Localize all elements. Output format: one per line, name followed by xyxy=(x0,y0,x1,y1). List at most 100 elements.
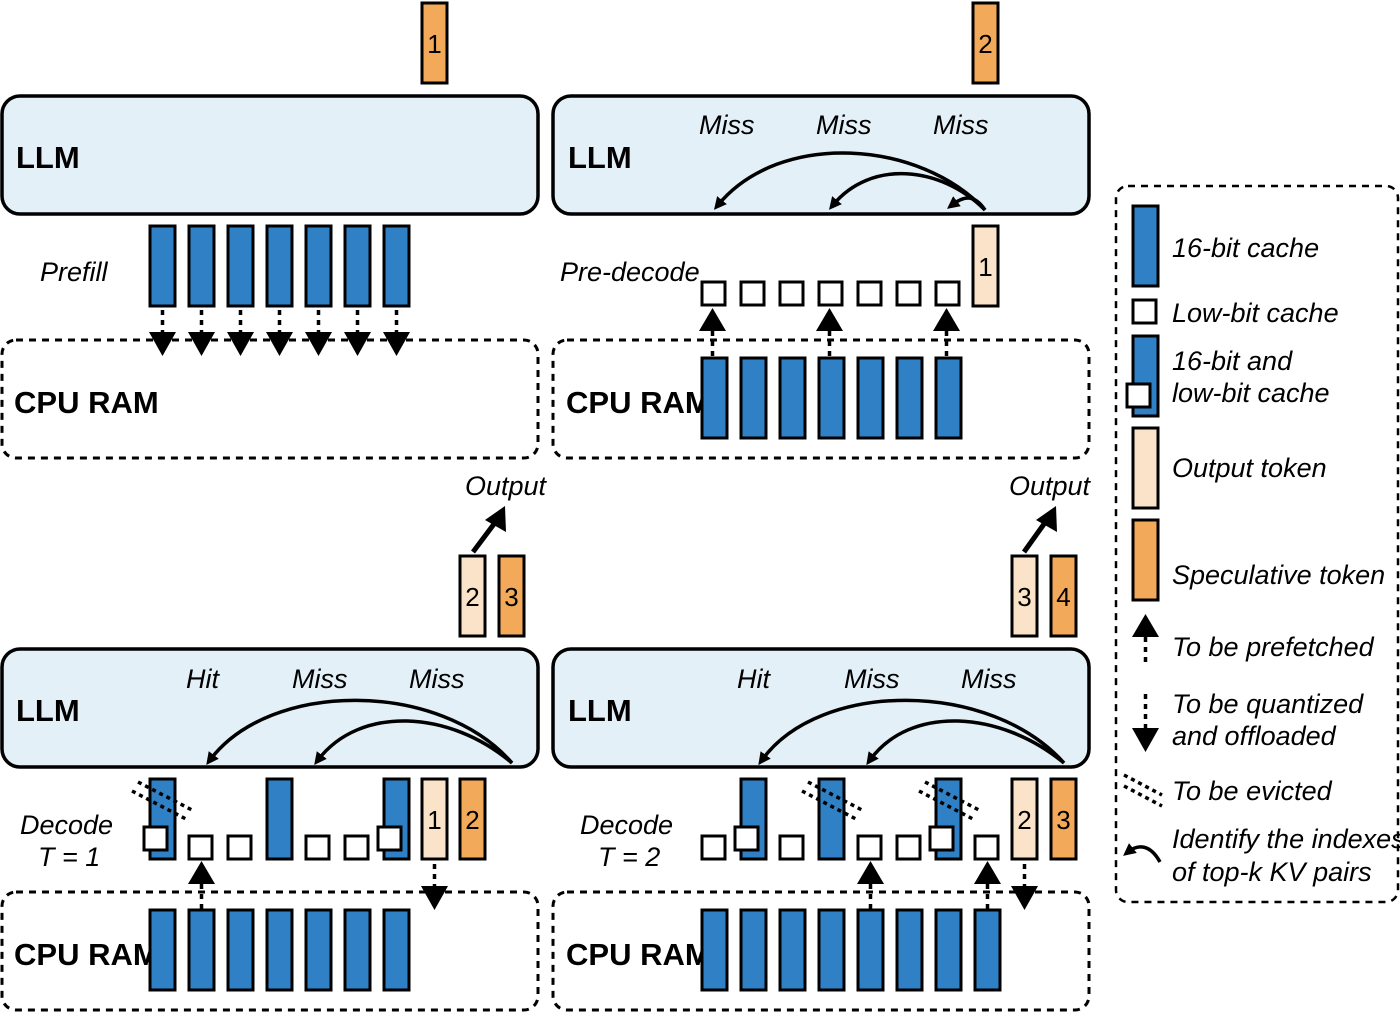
legend-label: To be evicted xyxy=(1172,776,1333,806)
legend-label: 16-bit and xyxy=(1172,346,1293,376)
low-bit-cache xyxy=(934,280,961,307)
evict-icon xyxy=(1123,773,1163,797)
token-label: 2 xyxy=(1017,805,1031,835)
low-bit-cache xyxy=(733,825,760,852)
cache-16bit xyxy=(973,908,1002,992)
llm-box xyxy=(551,647,1091,769)
lookup-label: Miss xyxy=(933,110,989,140)
cache-16bit xyxy=(265,777,294,861)
cpu-ram-box xyxy=(551,890,1091,1012)
cache-16bit xyxy=(265,908,294,992)
speculative-token-swatch xyxy=(1131,518,1160,602)
llm-label: LLM xyxy=(568,140,632,175)
decode-cache-row: 2 3 xyxy=(700,777,1078,861)
prefetch-arrow-icon xyxy=(1132,614,1159,637)
token-label: 2 xyxy=(465,805,479,835)
cpu-ram-box xyxy=(0,890,540,1012)
cache-16bit xyxy=(700,908,729,992)
low-bit-cache xyxy=(973,834,1000,861)
phase-label: Prefill xyxy=(40,257,109,287)
legend-label: and offloaded xyxy=(1172,721,1337,751)
offload-arrows xyxy=(421,864,448,910)
output-token xyxy=(420,777,449,861)
cache-16bit xyxy=(304,224,333,308)
speculative-token xyxy=(420,1,449,85)
legend-item-lowbit: Low-bit cache xyxy=(1131,298,1339,328)
cache-16bit xyxy=(148,224,177,308)
lookup-label: Miss xyxy=(844,664,900,694)
llm-label: LLM xyxy=(16,693,80,728)
phase-label: Decode xyxy=(20,810,113,840)
decode-cache-row: 1 2 xyxy=(142,777,487,861)
panel-decode-t2: Output 3 4 LLM Hit Miss Miss Decode T = … xyxy=(551,471,1092,1012)
legend-label: To be prefetched xyxy=(1172,632,1375,662)
legend-label: of top-k KV pairs xyxy=(1172,857,1372,887)
legend-label: Output token xyxy=(1172,453,1327,483)
cache-16bit xyxy=(934,356,963,440)
evict-marks xyxy=(801,780,980,821)
lookup-label: Miss xyxy=(292,664,348,694)
cache-16bit xyxy=(817,908,846,992)
cpu-ram-label: CPU RAM xyxy=(566,385,711,420)
low-bit-cache xyxy=(895,280,922,307)
offload-arrows xyxy=(1011,864,1038,910)
low-bit-cache xyxy=(778,834,805,861)
legend-label: To be quantized xyxy=(1172,689,1364,719)
prefetch-arrows xyxy=(699,308,960,356)
low-bit-swatch xyxy=(1131,298,1158,325)
low-bit-cache xyxy=(343,834,370,861)
llm-box xyxy=(0,647,540,769)
low-bit-swatch xyxy=(1125,382,1152,409)
topk-identify-arcs xyxy=(713,151,987,212)
llm-label: LLM xyxy=(568,693,632,728)
panel-decode-t1: Output 2 3 LLM Hit Miss Miss Decode T = … xyxy=(0,471,548,1012)
cpu-ram-label: CPU RAM xyxy=(14,385,159,420)
llm-box xyxy=(0,94,540,216)
low-bit-cache xyxy=(739,280,766,307)
output-arrow-head xyxy=(485,506,506,532)
low-bit-cache xyxy=(142,825,169,852)
output-arrow-head xyxy=(1036,506,1057,532)
phase-label: Pre-decode xyxy=(560,257,700,287)
cache-16bit xyxy=(343,224,372,308)
cache-16bit xyxy=(226,224,255,308)
cache-16bit xyxy=(187,908,216,992)
speculative-token xyxy=(497,554,526,638)
cache-16bit xyxy=(265,224,294,308)
token-label: 1 xyxy=(427,29,441,59)
cache-16bit xyxy=(856,908,885,992)
evict-marks xyxy=(131,780,193,821)
ram-cache-row xyxy=(700,908,1002,992)
low-bit-cache xyxy=(304,834,331,861)
low-bit-cache xyxy=(226,834,253,861)
output-token xyxy=(458,554,487,638)
cache-16bit xyxy=(895,356,924,440)
low-bit-cache xyxy=(856,280,883,307)
lookup-label: Miss xyxy=(699,110,755,140)
output-token-swatch xyxy=(1131,426,1160,510)
token-label: 1 xyxy=(427,805,441,835)
token-label: 3 xyxy=(504,582,518,612)
llm-label: LLM xyxy=(16,140,80,175)
ram-cache-row xyxy=(148,908,411,992)
cache-16bit xyxy=(148,908,177,992)
legend-label: Low-bit cache xyxy=(1172,298,1339,328)
output-token xyxy=(1010,554,1039,638)
token-label: 3 xyxy=(1056,805,1070,835)
cache-16bit xyxy=(739,356,768,440)
cache-16bit xyxy=(700,356,729,440)
lookup-label: Miss xyxy=(409,664,465,694)
lookup-label: Miss xyxy=(816,110,872,140)
cache-16bit xyxy=(304,908,333,992)
token-label: 1 xyxy=(978,252,992,282)
cache-16bit xyxy=(382,908,411,992)
cache-16bit xyxy=(382,224,411,308)
cache-16bit xyxy=(739,908,768,992)
low-bit-cache xyxy=(928,825,955,852)
legend-item-16bit: 16-bit cache xyxy=(1131,204,1319,288)
token-label: 2 xyxy=(978,29,992,59)
legend-item-both: 16-bit and low-bit cache xyxy=(1125,334,1330,418)
cpu-ram-box xyxy=(551,338,1091,460)
cpu-ram-box xyxy=(0,338,540,460)
token-label: 3 xyxy=(1017,582,1031,612)
